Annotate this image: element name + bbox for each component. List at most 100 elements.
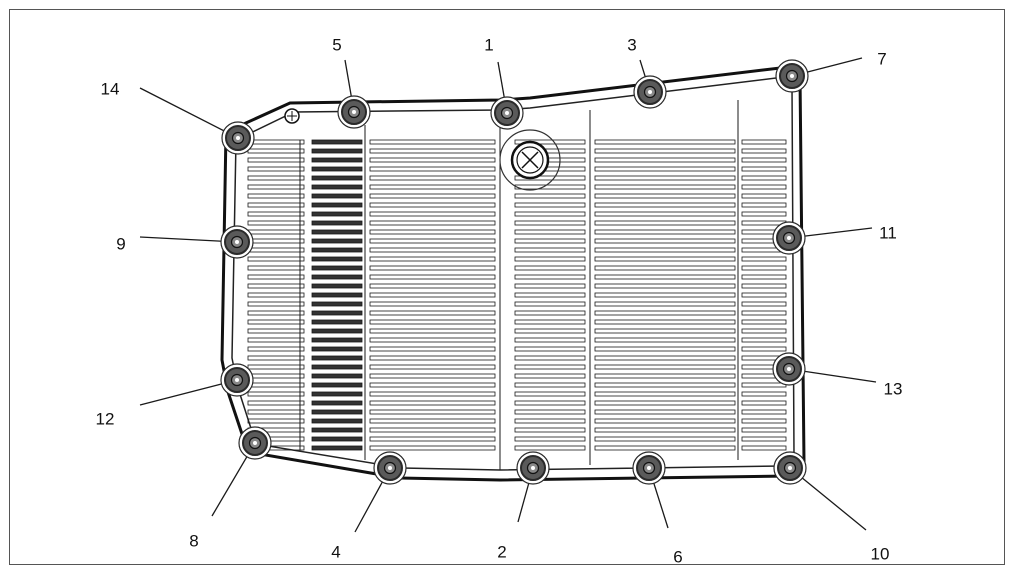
rib-3	[514, 310, 586, 316]
rib-4	[594, 319, 736, 325]
rib-1	[311, 238, 363, 244]
rib-1	[311, 391, 363, 397]
rib-4	[594, 364, 736, 370]
rib-4	[594, 382, 736, 388]
rib-2	[369, 337, 496, 343]
rib-4	[594, 229, 736, 235]
bolt-head-icon	[220, 225, 254, 259]
rib-1	[311, 202, 363, 208]
rib-0	[247, 211, 305, 217]
rib-0	[247, 301, 305, 307]
rib-5	[741, 148, 787, 154]
rib-1	[311, 247, 363, 253]
rib-4	[594, 139, 736, 145]
rib-4	[594, 373, 736, 379]
rib-4	[594, 355, 736, 361]
callout-label-9: 9	[116, 234, 125, 253]
rib-2	[369, 346, 496, 352]
rib-1	[311, 409, 363, 415]
rib-5	[741, 283, 787, 289]
rib-3	[514, 283, 586, 289]
rib-5	[741, 418, 787, 424]
rib-5	[741, 301, 787, 307]
rib-5	[741, 337, 787, 343]
rib-1	[311, 283, 363, 289]
callout-label-12: 12	[96, 409, 115, 428]
bolt-head-icon	[772, 221, 806, 255]
bolt-head-icon	[373, 451, 407, 485]
oil-pan-outline	[220, 66, 806, 482]
small-screw-icon	[284, 108, 300, 124]
rib-2	[369, 445, 496, 451]
rib-4	[594, 445, 736, 451]
callout-label-4: 4	[331, 542, 340, 561]
pan-ribs	[247, 100, 787, 470]
rib-2	[369, 274, 496, 280]
rib-2	[369, 229, 496, 235]
rib-3	[514, 256, 586, 262]
callout-label-8: 8	[189, 531, 198, 550]
rib-4	[594, 301, 736, 307]
callout-label-14: 14	[101, 79, 120, 98]
rib-4	[594, 283, 736, 289]
rib-0	[247, 364, 305, 370]
rib-2	[369, 211, 496, 217]
rib-3	[514, 319, 586, 325]
rib-3	[514, 274, 586, 280]
rib-3	[514, 445, 586, 451]
rib-2	[369, 364, 496, 370]
rib-2	[369, 220, 496, 226]
rib-4	[594, 202, 736, 208]
rib-3	[514, 211, 586, 217]
callout-label-10: 10	[871, 544, 890, 563]
rib-2	[369, 328, 496, 334]
rib-1	[311, 184, 363, 190]
rib-5	[741, 310, 787, 316]
rib-3	[514, 238, 586, 244]
rib-1	[311, 418, 363, 424]
rib-5	[741, 274, 787, 280]
rib-5	[741, 175, 787, 181]
rib-2	[369, 391, 496, 397]
rib-1	[311, 373, 363, 379]
pan-outer-edge	[220, 66, 806, 482]
rib-1	[311, 265, 363, 271]
rib-0	[247, 292, 305, 298]
rib-3	[514, 382, 586, 388]
rib-2	[369, 373, 496, 379]
rib-2	[369, 283, 496, 289]
rib-1	[311, 256, 363, 262]
rib-1	[311, 193, 363, 199]
rib-0	[247, 409, 305, 415]
rib-2	[369, 301, 496, 307]
rib-1	[311, 148, 363, 154]
rib-5	[741, 184, 787, 190]
rib-3	[514, 229, 586, 235]
rib-2	[369, 247, 496, 253]
rib-1	[311, 427, 363, 433]
rib-1	[311, 337, 363, 343]
rib-4	[594, 400, 736, 406]
rib-0	[247, 193, 305, 199]
rib-5	[741, 256, 787, 262]
rib-4	[594, 328, 736, 334]
rib-2	[369, 427, 496, 433]
rib-1	[311, 382, 363, 388]
rib-0	[247, 391, 305, 397]
rib-3	[514, 184, 586, 190]
leader-line-14	[139, 87, 239, 139]
rib-4	[594, 274, 736, 280]
rib-1	[311, 436, 363, 442]
rib-3	[514, 337, 586, 343]
rib-0	[247, 337, 305, 343]
rib-0	[247, 175, 305, 181]
rib-4	[594, 256, 736, 262]
rib-0	[247, 355, 305, 361]
rib-0	[247, 220, 305, 226]
rib-1	[311, 157, 363, 163]
bolt-head-icon	[632, 451, 666, 485]
bolt-head-icon	[238, 426, 272, 460]
callout-label-2: 2	[497, 542, 506, 561]
rib-1	[311, 301, 363, 307]
